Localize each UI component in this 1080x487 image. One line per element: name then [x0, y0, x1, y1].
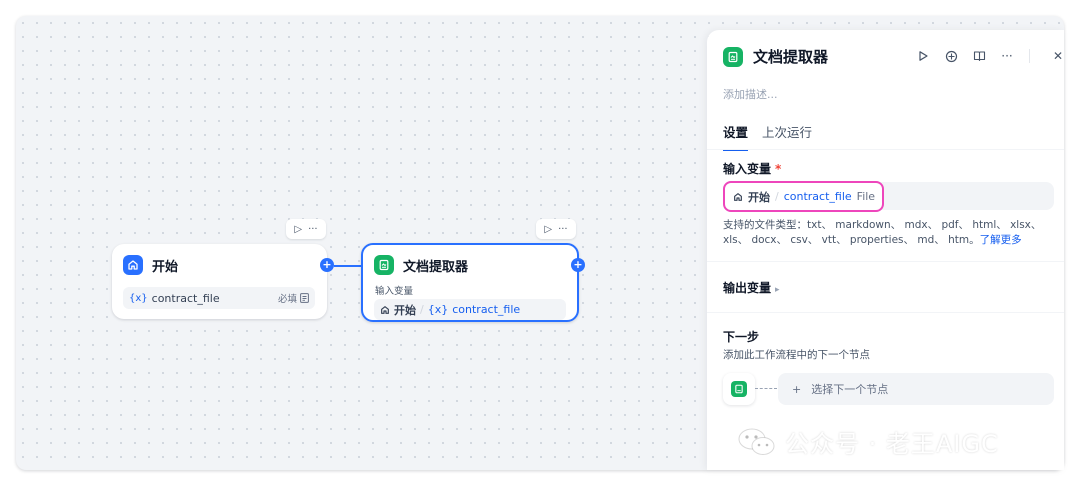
- start-node-header: 开始: [123, 255, 178, 275]
- required-mark: *: [775, 162, 782, 176]
- add-node-handle[interactable]: +: [320, 258, 334, 272]
- supported-file-types: 支持的文件类型：txt、 markdown、 mdx、 pdf、 html、 x…: [723, 218, 1048, 248]
- supported-file-types-text: 支持的文件类型：txt、 markdown、 mdx、 pdf、 html、 x…: [723, 219, 1042, 246]
- run-node-icon[interactable]: ▷: [544, 223, 553, 235]
- ref-source: 开始: [394, 303, 416, 317]
- toolbar-divider: [1029, 49, 1030, 63]
- document-extractor-icon: [374, 255, 394, 275]
- ref-variable-name: contract_file: [452, 303, 521, 316]
- more-options-icon[interactable]: ···: [558, 223, 568, 235]
- start-node-title: 开始: [152, 259, 179, 275]
- variable-icon: {x}: [129, 292, 148, 304]
- watermark: 公众号 · 老王AIGC: [737, 424, 999, 459]
- input-variable-label: 输入变量: [375, 286, 414, 297]
- ref-separator: /: [420, 303, 424, 316]
- panel-tabs: 设置 上次运行: [723, 122, 812, 151]
- tab-last-run[interactable]: 上次运行: [762, 125, 813, 140]
- value-source: 开始: [748, 190, 770, 204]
- file-type-icon: [300, 293, 309, 303]
- watermark-text: 公众号 · 老王AIGC: [785, 430, 999, 458]
- input-variable-value[interactable]: 开始 / contract_file File: [723, 181, 884, 212]
- input-variable-label: 输入变量: [723, 162, 772, 176]
- input-variable-heading: 输入变量*: [723, 160, 781, 177]
- tab-settings[interactable]: 设置: [723, 122, 749, 151]
- close-icon[interactable]: ✕: [1052, 49, 1064, 63]
- output-variable-label: 输出变量: [723, 281, 772, 295]
- crosshair-icon[interactable]: [943, 48, 959, 64]
- panel-toolbar: ··· ✕: [915, 48, 1066, 64]
- next-connector: [755, 388, 777, 389]
- book-icon[interactable]: [971, 48, 987, 64]
- node-settings-panel: 文档提取器 ··· ✕ 添加描述... 设置 上次运行 输入变量* 开始 / c…: [707, 30, 1064, 470]
- document-extractor-icon: [731, 381, 747, 397]
- caret-right-icon: ▸: [775, 285, 780, 295]
- extractor-node-toolbar: ▷ ···: [536, 219, 576, 239]
- extractor-node-title: 文档提取器: [403, 259, 469, 275]
- description-input[interactable]: 添加描述...: [723, 88, 778, 101]
- output-variable-toggle[interactable]: 输出变量▸: [723, 279, 780, 296]
- current-node-icon: [723, 373, 755, 405]
- more-options-icon[interactable]: ···: [308, 223, 318, 235]
- add-node-handle[interactable]: +: [571, 258, 585, 272]
- connection-edge: [334, 265, 361, 267]
- tabs-divider: [707, 149, 1064, 150]
- home-icon: [381, 305, 389, 314]
- variable-icon: {x}: [427, 303, 449, 316]
- value-type: File: [856, 190, 876, 203]
- select-next-node-button[interactable]: + 选择下一个节点: [778, 373, 1054, 405]
- document-extractor-node[interactable]: 文档提取器 输入变量 开始 / {x} contract_file: [361, 243, 579, 322]
- play-icon[interactable]: [915, 48, 931, 64]
- next-step-description: 添加此工作流程中的下一个节点: [723, 349, 870, 361]
- run-node-icon[interactable]: ▷: [294, 223, 303, 235]
- panel-title: 文档提取器: [753, 48, 829, 66]
- section-divider: [707, 312, 1064, 313]
- plus-icon: +: [792, 382, 802, 396]
- document-extractor-icon: [723, 47, 743, 67]
- next-step-label: 下一步: [723, 330, 760, 344]
- home-icon: [734, 192, 742, 201]
- learn-more-link[interactable]: 了解更多: [979, 234, 1022, 246]
- extractor-node-header: 文档提取器: [374, 255, 468, 275]
- value-separator: /: [775, 190, 779, 203]
- start-variable-row[interactable]: {x} contract_file 必填: [123, 287, 315, 309]
- start-node-toolbar: ▷ ···: [286, 219, 326, 239]
- variable-name: contract_file: [151, 291, 220, 305]
- wechat-icon: [738, 428, 775, 455]
- home-icon: [123, 255, 143, 275]
- section-divider: [707, 261, 1064, 262]
- input-variable-ref[interactable]: 开始 / {x} contract_file: [374, 299, 566, 320]
- required-label: 必填: [277, 294, 297, 305]
- more-icon[interactable]: ···: [1001, 49, 1013, 63]
- start-node[interactable]: 开始 {x} contract_file 必填: [112, 244, 327, 319]
- select-next-node-label: 选择下一个节点: [811, 383, 889, 396]
- value-variable-name: contract_file: [783, 190, 852, 203]
